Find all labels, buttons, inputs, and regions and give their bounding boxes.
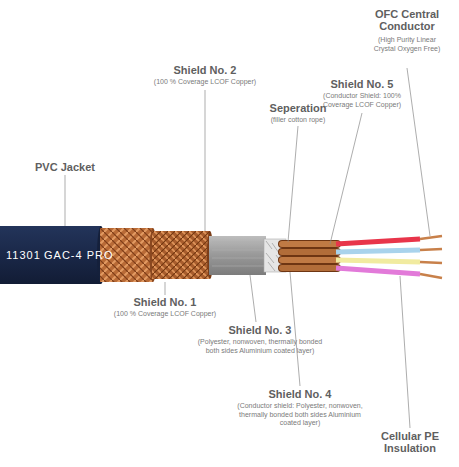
part-name: Shield No. 5 (317, 78, 407, 90)
insulated-wires (336, 239, 420, 274)
pvc-jacket (0, 226, 101, 284)
part-description: (100 % Coverage LCOF Copper) (110, 310, 220, 319)
foil-texture (212, 242, 264, 266)
part-name: Cellular PE Insulation (368, 430, 452, 454)
part-description: (High Purity Linear Crystal Oxygen Free) (370, 36, 444, 53)
part-description: (filler cotton rope) (258, 116, 338, 125)
part-name: Shield No. 3 (215, 324, 305, 336)
part-name: Shield No. 2 (160, 64, 250, 76)
central-conductors (420, 236, 442, 278)
foil-shield (209, 236, 266, 275)
part-description: (100 % Coverage LCOF Copper) (150, 78, 260, 87)
part-description: (Conductor shield: Polyester, nonwoven, … (234, 402, 366, 428)
part-name: Seperation (258, 102, 338, 114)
part-name: Shield No. 4 (255, 388, 345, 400)
part-description: (Polyester, nonwoven, thermally bonded b… (192, 338, 328, 355)
part-name: Shield No. 1 (120, 296, 210, 308)
cable-marking: GAC-4 PRO (44, 249, 100, 261)
part-description: (Conductor Shield: 100% Coverage LCOF Co… (317, 92, 407, 109)
leader-lines (65, 68, 430, 428)
shield-braid (152, 231, 210, 279)
part-name: PVC Jacket (20, 161, 110, 173)
shield-braid (100, 228, 153, 282)
cable-marking: 11301 (6, 249, 40, 261)
part-name: OFC Central Conductor (362, 8, 452, 32)
conductor-shields (282, 244, 337, 268)
